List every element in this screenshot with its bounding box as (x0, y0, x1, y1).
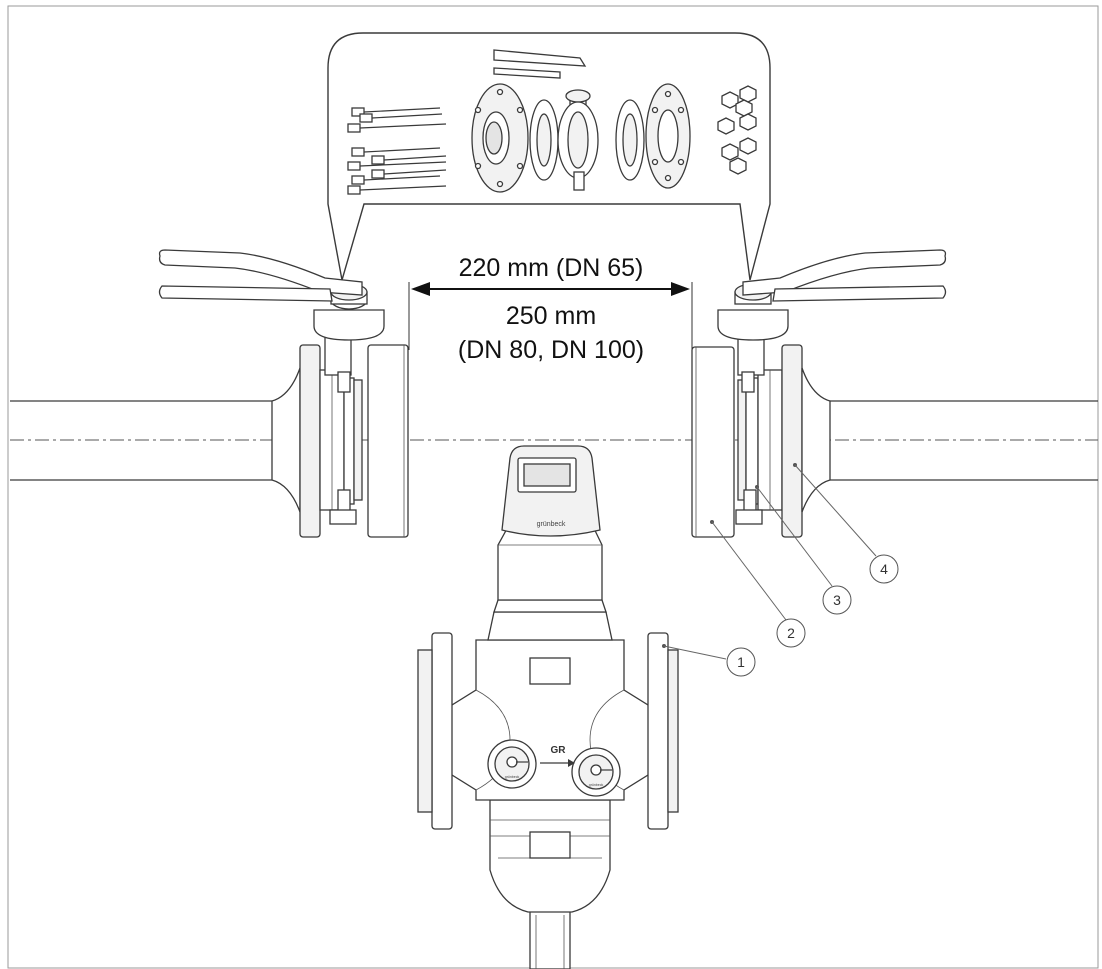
flow-direction-arrow-icon (568, 759, 575, 767)
callout-leaders (662, 463, 877, 660)
callout-4-marker-icon (869, 554, 899, 584)
callout-2-marker-icon (776, 618, 806, 648)
callout-4: 4 (869, 554, 899, 584)
flow-logo: GR (551, 745, 567, 756)
right-pipe (830, 400, 1098, 481)
callout-1-marker-icon (726, 647, 756, 677)
flange-icon (471, 83, 529, 193)
callout-2: 2 (776, 618, 806, 648)
callout-4-label: 4 (880, 561, 888, 577)
callout-3-label: 3 (833, 592, 841, 608)
gasket-icon-2 (615, 99, 645, 181)
installation-dimension: 220 mm (DN 65) 250 mm (DN 80, DN 100) (408, 254, 693, 364)
gauge-left-icon (487, 739, 537, 789)
device-brand: grünbeck (537, 521, 566, 528)
callout-2-label: 2 (787, 625, 795, 641)
callout-1-label: 1 (737, 654, 745, 670)
dimension-label-dn65: 220 mm (DN 65) (459, 254, 644, 282)
gauge-right-icon (571, 747, 621, 797)
dimension-label-dn80-dn100: (DN 80, DN 100) (458, 336, 644, 364)
butterfly-valve-icon (493, 49, 599, 191)
flange-icon-2 (645, 83, 691, 189)
gauge-right-brand: grünbeck (589, 783, 604, 787)
gasket-icon (529, 99, 559, 181)
dimension-label-250mm: 250 mm (506, 302, 596, 330)
parts-callout-bubble (327, 32, 771, 281)
callout-1: 1 (726, 647, 756, 677)
nuts-icon (717, 85, 757, 175)
callout-2-part (691, 346, 735, 538)
gauge-left-brand: grünbeck (505, 775, 520, 779)
callout-3: 3 (822, 585, 852, 615)
left-pipe (10, 400, 272, 481)
callout-1-part (647, 632, 669, 830)
right-valve-assembly (691, 249, 947, 538)
pressure-reducer-device: grünbeck grünbeck GR grünbeck (417, 445, 679, 969)
left-valve-assembly (158, 249, 409, 538)
callout-3-marker-icon (822, 585, 852, 615)
bolts-icon (347, 107, 447, 195)
